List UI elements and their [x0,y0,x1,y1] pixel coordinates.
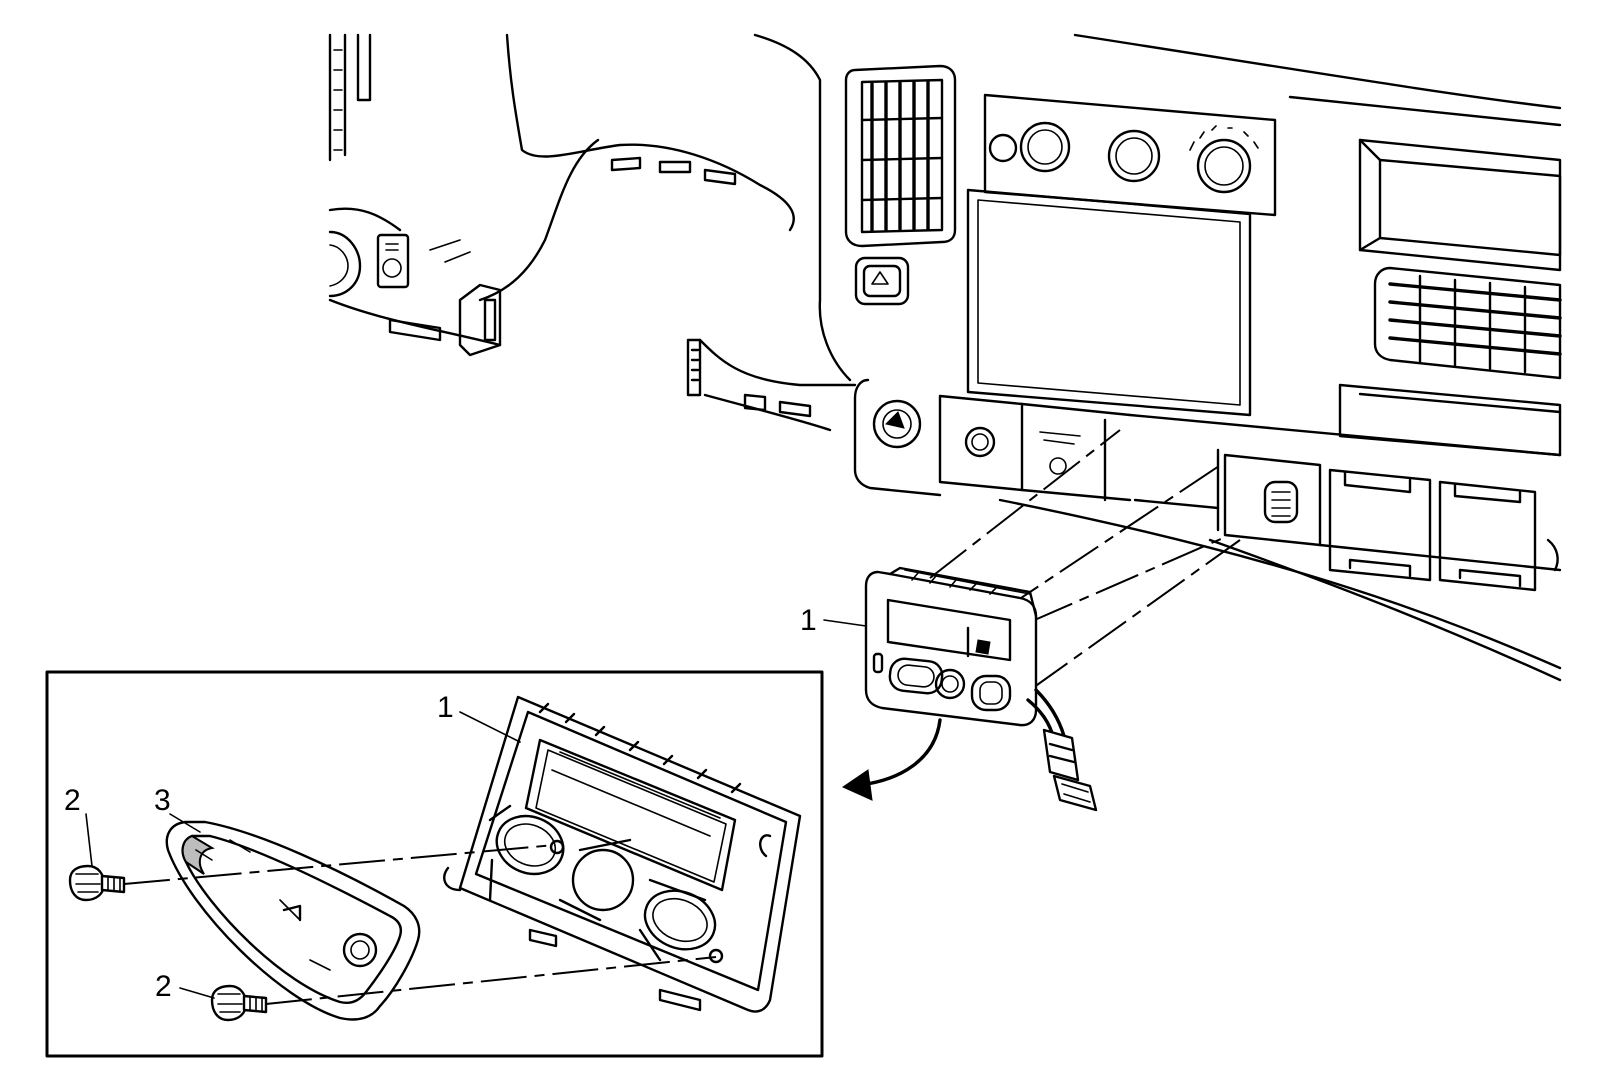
leader-1-main [823,619,867,627]
center-air-vent [1338,138,1562,457]
accessory-outlet-icon [1263,480,1299,524]
headlamp-switch-icon [328,230,362,298]
hazard-switch-icon [854,256,910,306]
callouts: 1 1 2 2 3 [64,604,867,1003]
leader-2-lower [179,987,215,999]
left-dash-section [328,33,795,357]
screw-upper-icon [68,864,126,902]
hvac-control-head [966,93,1277,417]
detail-inset [45,670,824,1058]
leader-3 [169,813,201,833]
bezel [165,820,421,1021]
left-air-vent [844,64,957,248]
leader-1-inset [459,711,521,743]
dimmer-switch-icon [376,233,410,289]
removal-arrow-icon [841,718,942,801]
hvac-module-rear-view [443,695,802,1013]
hvac-module-installed-view [864,429,1241,812]
callout-1-main: 1 [800,604,817,637]
screw-lower-icon [210,984,268,1022]
callout-2-lower: 2 [155,970,172,1003]
callout-2-upper: 2 [64,784,81,817]
leader-2-upper [85,813,93,867]
callout-1-inset: 1 [437,691,454,724]
center-dash-section [686,33,1562,682]
callout-3: 3 [154,784,171,817]
